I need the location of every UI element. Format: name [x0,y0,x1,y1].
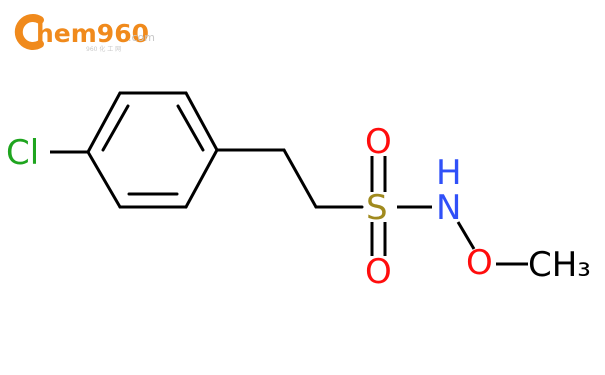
ring-inner-bond [176,104,205,152]
sulfur-atom: S [366,188,388,228]
oxygen-ether-atom: O [466,243,493,283]
nitrogen-atom: N [436,188,461,228]
chem960-logo: hem960 .com 960 化 工 网 [14,14,155,53]
ring-bond [86,91,122,154]
n-o-bond [456,221,476,250]
oxygen-top-atom: O [365,122,392,162]
ring-bond [184,91,219,152]
methyl-group: CH₃ [528,245,591,285]
oxygen-bottom-atom: O [365,252,392,292]
chlorine-atom: Cl [6,133,39,173]
logo-c-mark [14,14,44,50]
chain-bond [282,148,318,209]
sulfonyl-double-bonds [370,156,387,256]
logo-domain: .com [128,31,155,44]
ring-bond [184,148,219,209]
logo-wordmark: hem960 [36,19,149,48]
logo-subtitle: 960 化 工 网 [86,45,121,53]
ethyl-chain [215,148,364,209]
hydrogen-atom: H [436,153,462,193]
ring-inner-bond [101,104,130,152]
ring-bond [86,150,122,209]
benzene-ring [86,91,219,209]
